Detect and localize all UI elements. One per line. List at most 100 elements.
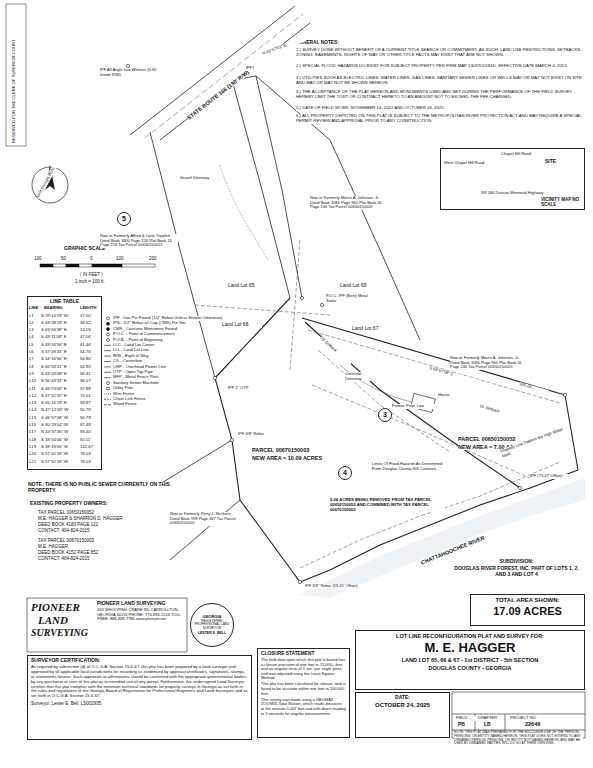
plat-label: S 46°23'06" E: [41, 387, 79, 392]
plat-label: CONTACT: 404-824-2015: [38, 528, 168, 533]
plat-label: 37.50': [80, 314, 100, 319]
plat-label: Concrete Driveway: [345, 372, 377, 381]
plat-label: LENGTH: [80, 306, 100, 311]
box-text: Chapel Hill Road: [501, 152, 551, 157]
box-text: SR 166 Duncan Memorial Highway: [481, 191, 561, 196]
plat-label: S 43°28'18" E: [41, 321, 79, 326]
plat-label: 54.70': [80, 350, 100, 355]
legend-text: OTP - Open Top Pipe: [113, 370, 153, 375]
plat-label: S 39°19'05" W: [41, 445, 79, 450]
legend-text: C/L - Centerline: [113, 359, 142, 364]
box-text: CLOSURE STATEMENT: [261, 651, 346, 657]
parcel-circle: 4: [338, 466, 352, 480]
plat-label: PROJECT NO.: [510, 716, 550, 721]
info-box: PIONEER LAND SURVEYING163 WHOOPING CRANE…: [96, 600, 184, 650]
plat-label: 1 inch = 100 ft.: [75, 279, 135, 284]
legend-symbol: [107, 333, 110, 336]
legend-symbol: [104, 350, 111, 351]
plat-label: S 49°54'56" E: [41, 343, 79, 348]
box-text: SUBDIVISION:: [449, 559, 584, 565]
plat-label: TAX PARCEL 00670150003: [38, 538, 168, 543]
plat-label: 54.80': [80, 357, 100, 362]
plat-label: Property Line Follows the High Water Mar…: [500, 426, 569, 459]
plat-label: BEARING: [44, 306, 74, 311]
plat-label: N 47°12'49" W: [41, 408, 79, 413]
plat-label: 93.40': [80, 430, 100, 435]
plat-label: LINE: [29, 306, 39, 311]
legend-text: LLC - Land Lot Corner: [113, 343, 155, 348]
legend-text: MFP - Metal Fence Post: [113, 375, 158, 380]
box-text: SITE: [545, 159, 565, 165]
plat-label: S 54°16'56" E: [41, 357, 79, 362]
box-text: 17.09 ACRES: [474, 605, 581, 618]
legend-symbol: [104, 345, 111, 346]
plat-label: S 65°14'19" E: [41, 401, 79, 406]
box-text: M. E. HAGGER: [359, 641, 581, 656]
plat-label: L6: [29, 350, 40, 355]
plat-label: 935.28': [519, 382, 549, 395]
box-text: OCTOBER 24, 2025: [359, 702, 446, 709]
plat-label: 200: [149, 256, 163, 261]
legend-text: IPF - Iron Pin Found (1/2" Rebar Unless …: [113, 316, 222, 321]
plat-label: 36.07': [80, 379, 100, 384]
plat-label: 15' Setback: [479, 404, 519, 419]
plat-label: 2.) SPECIAL FLOOD HAZARDS DO EXIST FOR S…: [296, 64, 584, 69]
plat-label: S 57°49'33" E: [41, 350, 79, 355]
plat-label: PB: [458, 722, 474, 728]
legend-text: Wire Fence: [113, 392, 134, 397]
plat-label: S 47°52'20" E: [41, 394, 79, 399]
box-text: As required by subsection (d) of O.C.G.A…: [31, 665, 248, 699]
plat-label: L21: [29, 460, 40, 465]
legend-text: R/W - Right of Way: [113, 354, 149, 359]
plat-label: 48.62': [80, 321, 100, 326]
plat-label: Former Prop. Line: [392, 404, 442, 409]
legend-symbol: [107, 317, 110, 320]
plat-label: P.O.C. IPF (Bent) Metal Stake: [326, 294, 368, 303]
plat-label: L15: [29, 416, 40, 421]
legend-text: Chain Link Fence: [113, 397, 146, 402]
legend-symbol: [107, 322, 110, 325]
legend-text: Wood Fence: [113, 402, 137, 407]
plat-label: L11: [29, 387, 40, 392]
legend-symbol: [107, 338, 110, 341]
box-text: 163 WHOOPING CRANE RD CARROLLTON, GEORGI…: [97, 608, 183, 622]
plat-label: IPF 3/8" Rebar: [238, 432, 278, 437]
plat-label: Now or Formerly Morris A. Johnson, Jr. D…: [450, 356, 526, 370]
legend-text: P.O.B. - Point of Beginning: [113, 338, 163, 343]
plat-label: Now or Formerly Alfred & Lorie Tripplett…: [100, 234, 178, 248]
plat-label: DEED BOOK 4183 PAGE 122: [38, 522, 168, 527]
plat-label: 5.04 ACRES BEING REMOVED FROM TAX PARCEL…: [330, 498, 445, 512]
plat-label: L14: [29, 408, 40, 413]
plat-label: 61.46': [80, 343, 100, 348]
plat-label: L20: [29, 452, 40, 457]
plat-label: Land Lot 65: [228, 283, 268, 289]
box-text: 3: [383, 411, 387, 419]
box-text: LAND LOT 65, 66 & 67 - 1st DISTRICT - 5t…: [359, 657, 581, 663]
plat-label: TAX PARCEL 00650150052: [38, 510, 168, 515]
legend-text: LLL - Land Lot Line: [113, 348, 149, 353]
plat-label: 47.06': [80, 335, 100, 340]
plat-label: EXISTING PROPERTY OWNERS:: [30, 501, 170, 507]
plat-label: 78.03': [80, 460, 100, 465]
plat-label: S 18°54'06" W: [41, 438, 79, 443]
info-box: TOTAL AREA SHOWN:17.09 ACRES: [470, 594, 585, 626]
plat-label: S 43°33'08" E: [41, 372, 79, 377]
plat-label: 56.41': [80, 372, 100, 377]
plat-label: S 46°57'08" W: [41, 416, 79, 421]
plat-label: 100: [34, 256, 48, 261]
box-text: 4: [343, 469, 347, 477]
legend-symbol: [104, 361, 111, 362]
box-text: LOT LINE RECONFIGURATION PLAT AND SURVEY…: [359, 633, 581, 639]
plat-label: 4.) THE ACCEPTANCE OF THE PLAT HEREON AN…: [296, 90, 584, 100]
plat-label: S 49°11'09" E: [41, 335, 79, 340]
plat-label: Land Lot 68: [340, 283, 380, 289]
parcel-circle: 5: [117, 212, 131, 226]
plat-label: IPF All Angle Iron Witness (0.90' Inside…: [100, 68, 162, 77]
legend-symbol: [104, 399, 111, 400]
plat-label: L10: [29, 379, 40, 384]
plat-label: DEED BOOK 4152 PAGE 852: [38, 550, 168, 555]
plat-label: GENERAL NOTES:: [296, 40, 446, 46]
plat-label: Land Lot 67: [352, 326, 392, 332]
legend-text: OHP - Overhead Power Line: [113, 365, 166, 370]
